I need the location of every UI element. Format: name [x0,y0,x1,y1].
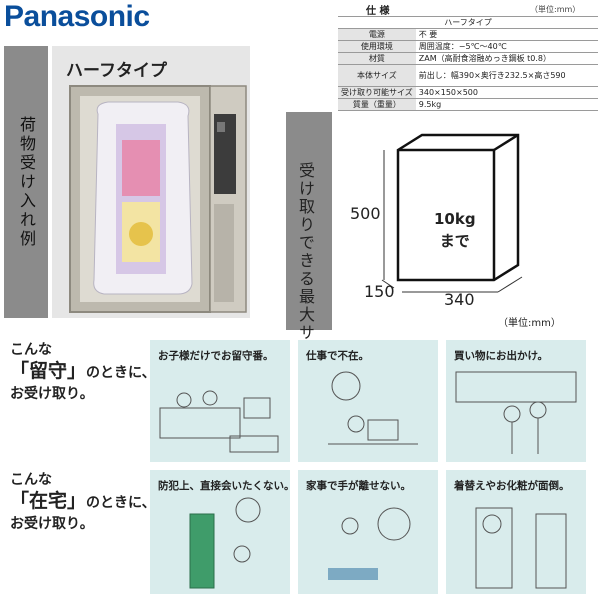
shopping-illustration [455,371,577,454]
spec-value: 不 要 [415,28,598,41]
scene-card-title: 買い物にお出かけ。 [454,350,548,362]
size-box-diagram [381,133,523,293]
scene-label-post: のときに、 [86,495,156,511]
spec-row: 使用環境周囲温度：−5℃〜40℃ [338,40,598,53]
spec-key: 受け取り可能サイズ [338,86,416,99]
spec-row: 電源不 要 [338,28,598,41]
spec-unit: （単位:mm） [530,5,581,14]
width-dimension: 340 [444,290,475,309]
scene-card: 防犯上、直接会いたくない。 [150,470,295,594]
spec-key: 本体サイズ [338,64,416,87]
spec-header-row: ハーフタイプ [338,16,598,29]
spec-header: ハーフタイプ [338,16,598,29]
scene-card-title: 防犯上、直接会いたくない。 [158,480,295,492]
spec-row: 本体サイズ前出し：幅390×奥行き232.5×高さ590 [338,64,598,87]
housework-illustration [328,507,411,580]
size-side-bar [286,112,332,330]
scene-label-keyword: 「留守」 [10,360,87,382]
spec-value: ZAM（高耐食溶融めっき鋼板 t0.8） [415,52,598,65]
scene-card: 仕事で不在。 [298,340,438,462]
height-dimension: 500 [350,204,381,223]
spec-value: 周囲温度：−5℃〜40℃ [415,40,598,53]
security-illustration [189,497,261,589]
scene-label-pre: こんな [10,342,52,358]
scene-card: 家事で手が離せない。 [298,470,438,594]
size-unit: （単位:mm） [498,318,561,329]
spec-key: 電源 [338,28,416,41]
children-at-home-illustration [159,390,279,453]
weight-suffix: まで [439,232,470,250]
spec-key: 使用環境 [338,40,416,53]
scene-card: お子様だけでお留守番。 [150,340,290,462]
scene-label-home: こんな 「在宅」のときに、 お受け取り。 [10,470,156,535]
scene-card-title: 着替えやお化粧が面倒。 [454,480,570,492]
example-side-bar [4,46,48,318]
example-side-label: 荷物受け入れ例 [17,116,36,249]
scene-label-post: のときに、 [86,365,156,381]
example-type-label: ハーフタイプ [66,61,167,81]
spec-value: 340×150×500 [415,86,598,99]
scene-label-away: こんな 「留守」のときに、 お受け取り。 [10,340,156,405]
scene-card-title: 家事で手が離せない。 [306,480,411,492]
scene-card-title: 仕事で不在。 [306,350,369,362]
scene-label-line2: お受け取り。 [10,386,94,402]
brand-logo: Panasonic [4,0,150,33]
scene-card-title: お子様だけでお留守番。 [158,350,274,362]
spec-value: 前出し：幅390×奥行き232.5×高さ590 [415,64,598,87]
scene-card: 着替えやお化粧が面倒。 [446,470,586,594]
scene-label-keyword: 「在宅」 [10,490,87,512]
max-weight: 10kg まで [434,208,476,252]
spec-key: 材質 [338,52,416,65]
spec-key: 質量（重量） [338,98,416,111]
scene-card: 買い物にお出かけ。 [446,340,586,462]
dressing-illustration [475,507,567,589]
scene-label-line2: お受け取り。 [10,516,94,532]
depth-dimension: 150 [364,282,395,301]
delivery-box-photo [69,85,247,313]
spec-value: 9.5kg [415,98,598,111]
spec-title: 仕 様 [366,6,390,17]
working-illustration [328,371,418,445]
spec-row: 質量（重量）9.5kg [338,98,598,111]
weight-value: 10kg [434,210,476,228]
scene-label-pre: こんな [10,472,52,488]
